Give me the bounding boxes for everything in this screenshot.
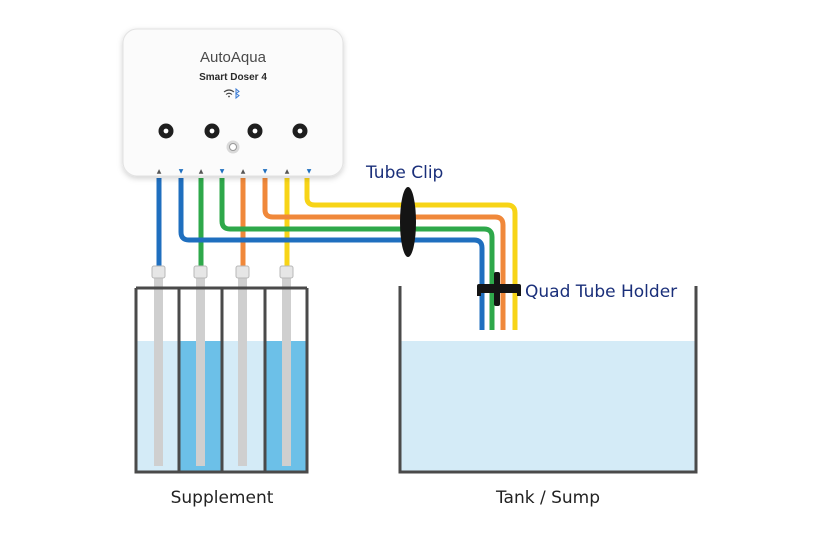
port-markers: ▲ ▼ ▲ ▼ ▲ ▼ ▲ ▼ xyxy=(157,168,312,175)
suction-tube-4 xyxy=(282,276,291,466)
pump-button-1[interactable] xyxy=(158,123,174,139)
tank-outline xyxy=(398,286,698,474)
smart-doser-device: AutoAqua Smart Doser 4 xyxy=(122,28,344,177)
outlet-arrow-icon: ▼ xyxy=(263,168,268,175)
orange-output-tube xyxy=(262,178,506,330)
supplement-containers xyxy=(134,276,309,474)
blue-output-tube xyxy=(178,178,485,330)
quad-tube-holder-label: Quad Tube Holder xyxy=(525,282,677,302)
brand-logo: AutoAqua xyxy=(200,49,267,66)
outlet-arrow-icon: ▼ xyxy=(220,168,225,175)
tank xyxy=(398,286,698,474)
green-output-tube xyxy=(219,178,495,330)
inlet-arrow-icon: ▲ xyxy=(285,168,290,175)
inlet-arrow-icon: ▲ xyxy=(157,168,162,175)
drop-icon xyxy=(209,128,215,134)
pump-button-4[interactable] xyxy=(292,123,308,139)
suction-tube-3 xyxy=(238,276,247,466)
device-body xyxy=(122,28,344,177)
model-name: Smart Doser 4 xyxy=(199,72,267,83)
wifi-icon xyxy=(223,89,235,98)
suction-tube-1 xyxy=(154,276,163,466)
drop-icon xyxy=(252,128,258,134)
bluetooth-icon xyxy=(235,87,240,100)
suction-tube-2 xyxy=(196,276,205,466)
tank-label: Tank / Sump xyxy=(495,488,600,508)
drop-icon xyxy=(163,128,169,134)
outlet-arrow-icon: ▼ xyxy=(179,168,184,175)
supplement-label: Supplement xyxy=(171,488,274,508)
tube-connectors xyxy=(151,265,294,279)
inlet-arrow-icon: ▲ xyxy=(241,168,246,175)
pump-button-3[interactable] xyxy=(247,123,263,139)
outlet-arrow-icon: ▼ xyxy=(307,168,312,175)
tube-clip-label: Tube Clip xyxy=(365,163,443,183)
pump-button-2[interactable] xyxy=(204,123,220,139)
tubes xyxy=(156,178,518,330)
tube-clip xyxy=(400,187,416,257)
tank-water xyxy=(401,341,695,471)
inlet-arrow-icon: ▲ xyxy=(199,168,204,175)
drop-icon xyxy=(297,128,303,134)
power-button[interactable] xyxy=(226,140,240,154)
quad-tube-holder xyxy=(477,272,521,306)
